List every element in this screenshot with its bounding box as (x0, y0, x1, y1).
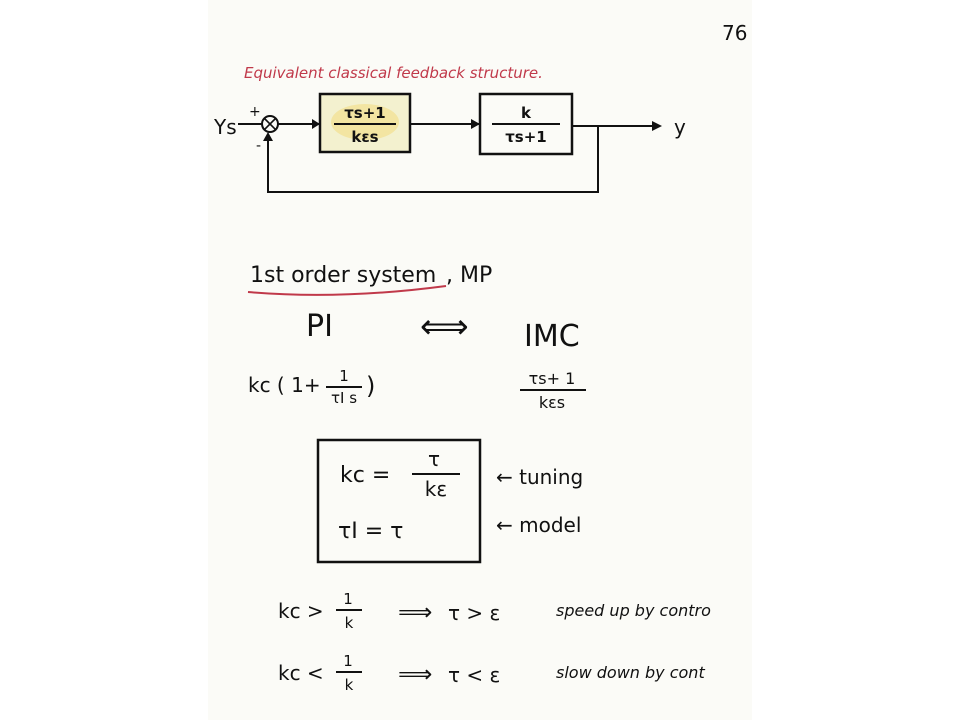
svg-text:slow down by cont: slow down by cont (556, 663, 705, 682)
process-num: k (521, 104, 532, 122)
svg-text:⟹: ⟹ (398, 660, 432, 688)
model-annotation: ← model (496, 513, 581, 537)
kc-num: τ (428, 447, 440, 471)
svg-text:kc <: kc < (278, 661, 324, 685)
imc-label: IMC (524, 319, 580, 354)
svg-text:kεs: kεs (539, 393, 565, 412)
process-den: τs+1 (505, 128, 547, 146)
red-underline (247, 285, 447, 296)
page-number: 76 (722, 21, 747, 45)
plus-sign: + (249, 104, 261, 120)
controller-num: τs+1 (344, 104, 386, 122)
input-label: Ys (213, 115, 237, 139)
svg-text:1: 1 (343, 590, 353, 608)
output-label: y (674, 115, 686, 139)
tuning-annotation: ← tuning (496, 465, 583, 489)
svg-text:1: 1 (339, 367, 349, 385)
svg-text:kc ( 1+: kc ( 1+ (248, 373, 321, 397)
kc-den: kε (425, 477, 447, 501)
heading: Equivalent classical feedback structure. (244, 64, 543, 82)
controller-den: kεs (351, 128, 378, 146)
imc-formula: τs+ 1 kεs (520, 369, 586, 412)
equivalence-arrow: ⟺ (420, 307, 469, 347)
feedback-path (267, 126, 599, 193)
svg-text:τs+ 1: τs+ 1 (529, 369, 576, 388)
tuning-box: kc = τ kε τI = τ (316, 438, 482, 564)
svg-text:, MP: , MP (446, 263, 492, 288)
pi-label: PI (306, 309, 333, 344)
svg-text:kc >: kc > (278, 599, 324, 623)
condition-row-2: kc < 1 k ⟹ τ < ε slow down by cont (278, 652, 705, 694)
section-title: 1st order system , MP (247, 263, 492, 296)
svg-text:τI s: τI s (331, 389, 357, 407)
svg-text:τ < ε: τ < ε (448, 663, 500, 687)
svg-text:k: k (345, 676, 354, 694)
svg-text:⟹: ⟹ (398, 598, 432, 626)
condition-row-1: kc > 1 k ⟹ τ > ε speed up by contro (278, 590, 711, 632)
ti-equation: τI = τ (338, 519, 403, 544)
block-diagram: Ys + - τs+1 kεs k τs+1 y (213, 92, 686, 193)
kc-lhs: kc = (340, 463, 390, 488)
svg-text:k: k (345, 614, 354, 632)
svg-text:speed up by contro: speed up by contro (556, 601, 711, 620)
svg-text:): ) (366, 372, 375, 400)
minus-sign: - (256, 138, 261, 154)
pi-formula: kc ( 1+ 1 τI s ) (248, 367, 375, 407)
svg-text:1st order system: 1st order system (250, 263, 436, 288)
svg-text:τ > ε: τ > ε (448, 601, 500, 625)
svg-text:1: 1 (343, 652, 353, 670)
process-block (478, 92, 574, 156)
